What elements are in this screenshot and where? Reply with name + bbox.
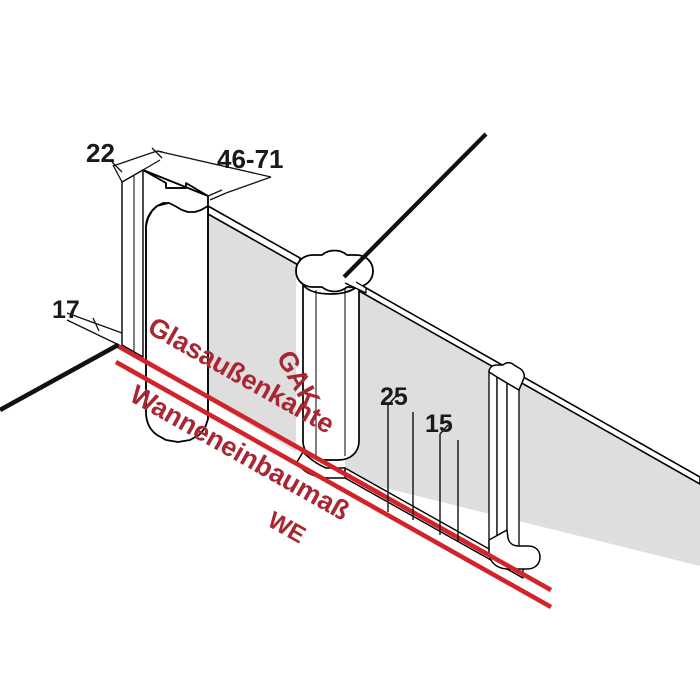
right-post-face-a	[488, 371, 498, 546]
dimension-label-17: 17	[52, 296, 80, 324]
wall-profile-left-body	[142, 169, 209, 443]
right-post-top-cap	[488, 362, 525, 391]
right-post-face-c	[506, 382, 520, 559]
dim-4671-extension-right	[207, 189, 223, 197]
annotation-we: WE	[263, 507, 310, 550]
hinge-post-glass-connector	[344, 281, 367, 294]
red-line-glass-outer-edge	[114, 342, 553, 593]
dim-25-tick	[387, 395, 397, 406]
dim-17-leader-bottom	[66, 319, 120, 346]
dim-4671-drop-to-profile	[209, 192, 227, 201]
right-post-face-b	[496, 376, 508, 552]
bottom-rail-right-foot	[488, 529, 541, 570]
hinge-post-top-knuckle	[295, 249, 374, 293]
red-line-tub-install-measure	[114, 359, 553, 610]
dim-4671-drop-right	[225, 176, 272, 194]
dim-22-line	[112, 150, 158, 167]
wall-reference-line	[342, 132, 488, 279]
dim-22-extension-left	[112, 164, 123, 183]
dim-17-leader-top	[66, 312, 123, 334]
dim-22-tick-left	[111, 161, 123, 173]
glass-panel-right	[345, 283, 700, 563]
dimension-label-25: 25	[380, 383, 408, 411]
dimension-label-46-71: 46-71	[217, 144, 284, 174]
dim-22-extension-right	[142, 159, 161, 171]
dim-17-tick	[92, 317, 100, 332]
glass-panel-right-lower	[345, 475, 700, 566]
dim-22-tick-right	[151, 147, 163, 159]
tub-edge-reference-line	[0, 342, 120, 413]
wall-profile-left-top-notch	[165, 183, 187, 189]
glass-panel-left	[208, 214, 296, 452]
dimension-label-22: 22	[86, 138, 115, 168]
wall-profile-left-cap-edge	[145, 202, 170, 227]
dimension-label-15: 15	[425, 410, 453, 438]
dim-4671-line	[156, 150, 272, 178]
dim-15-tick	[439, 424, 449, 435]
wall-profile-left-back-face	[121, 169, 144, 358]
